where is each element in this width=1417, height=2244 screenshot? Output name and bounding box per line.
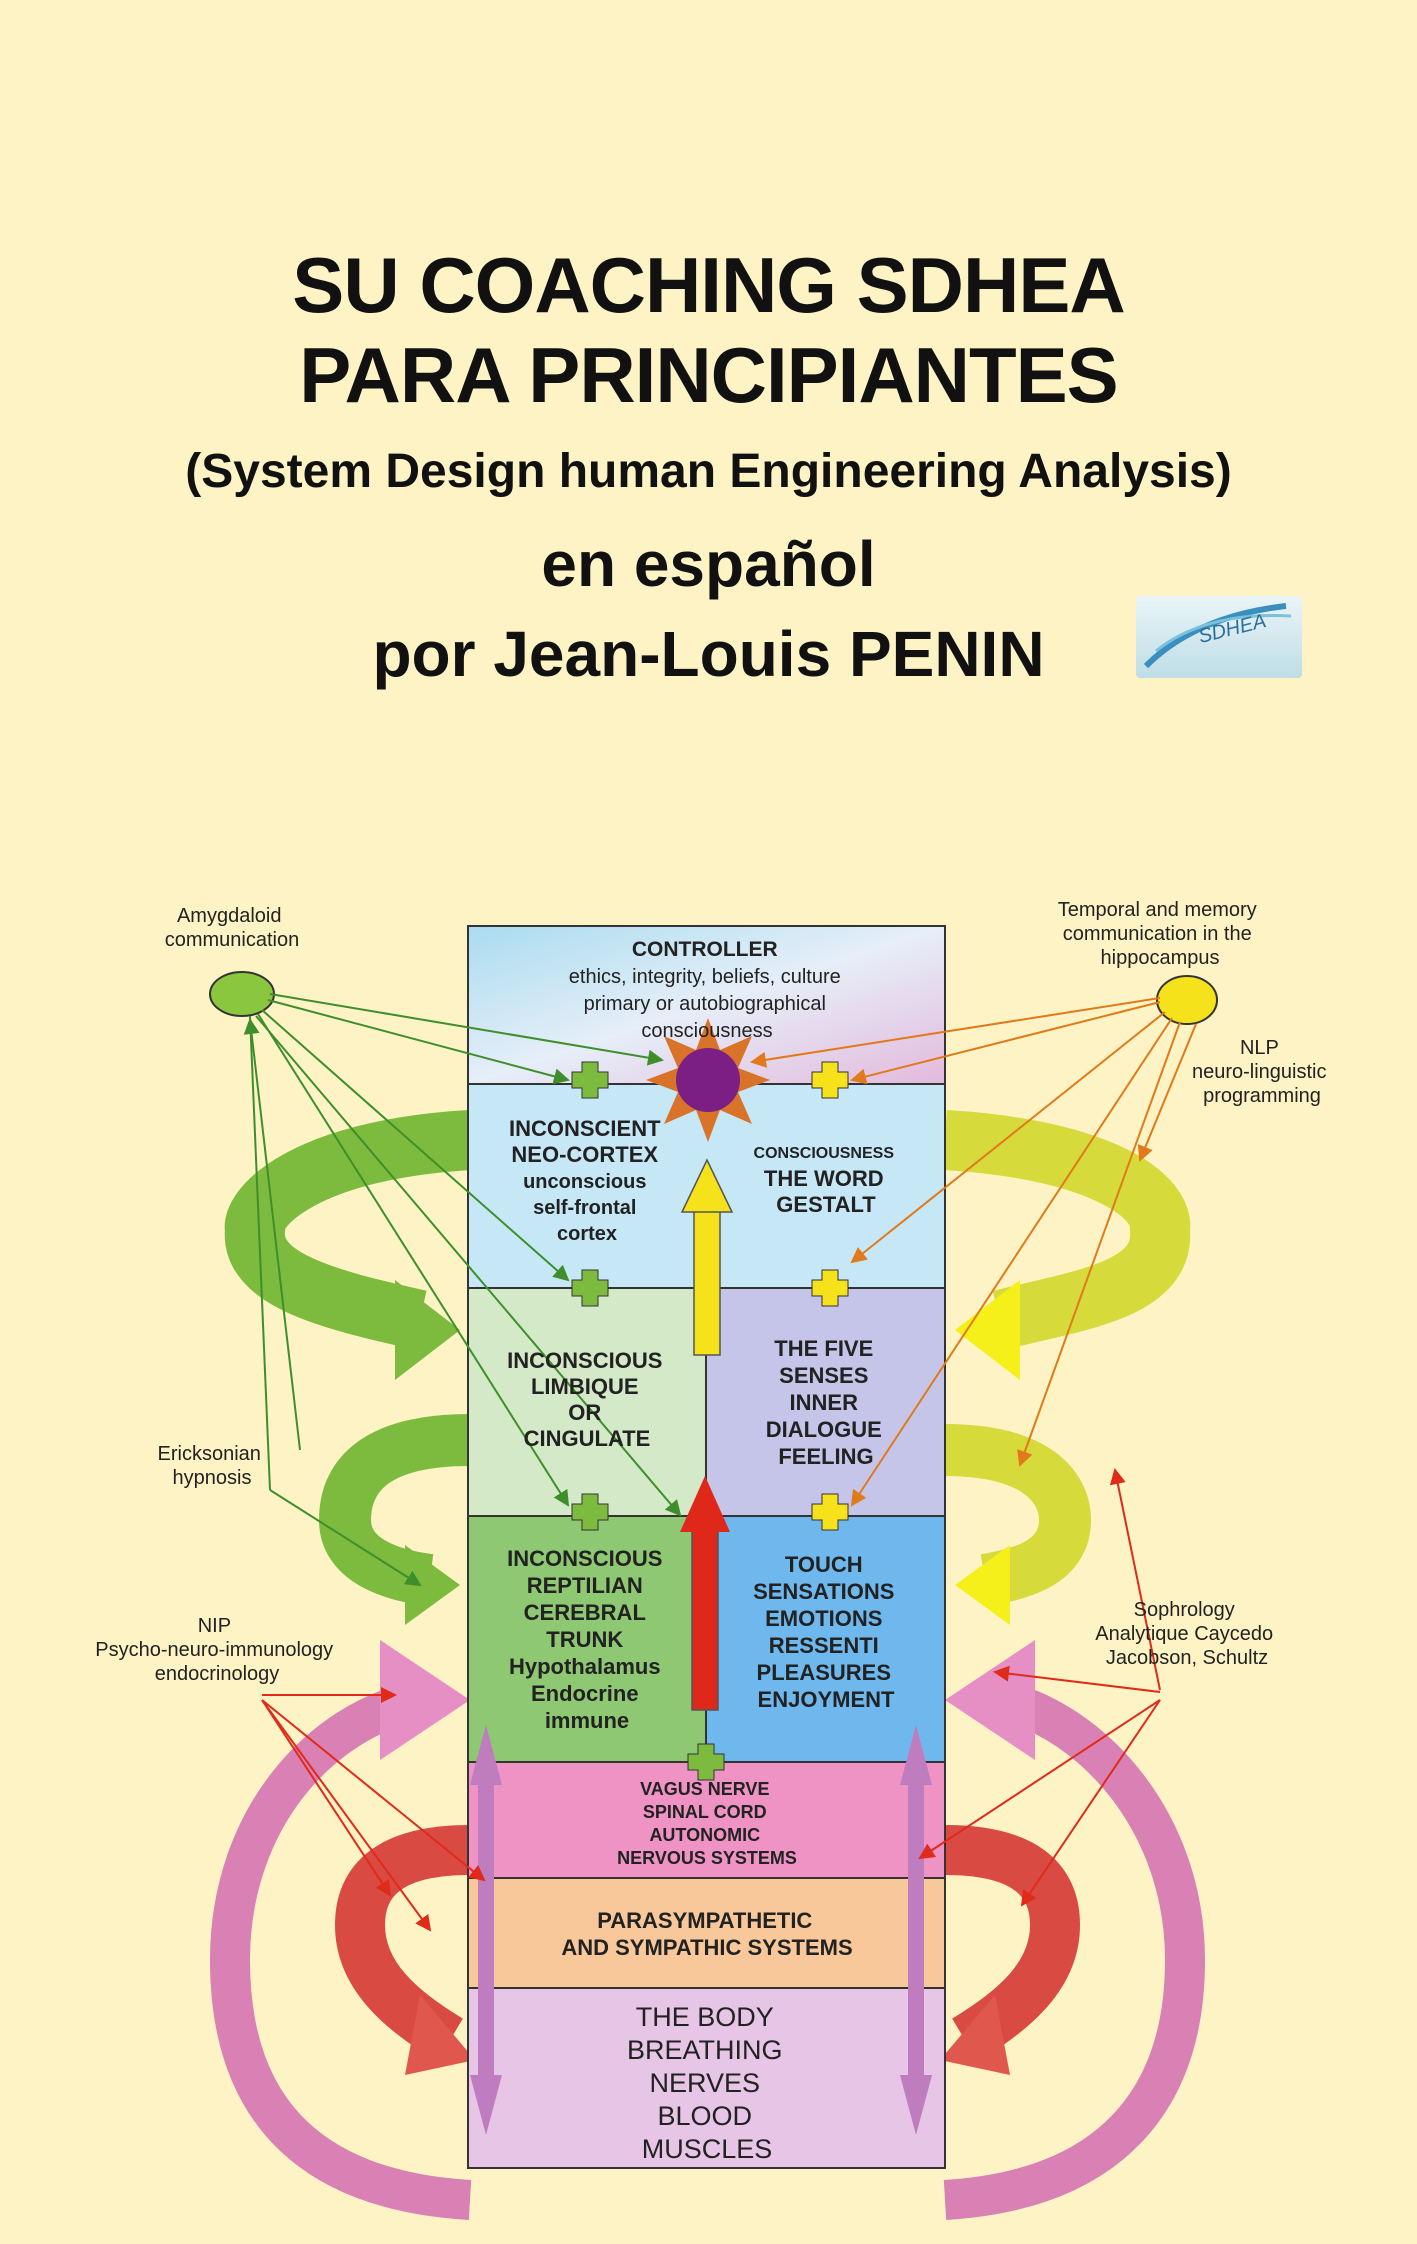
ericksonian-label: Ericksonian hypnosis [158,1443,267,1489]
body-box [467,1987,946,2169]
yellow-up-arrow [680,1158,734,1356]
red-up-arrow [680,1476,730,1711]
nip-links [261,1687,486,1932]
body-text: THE BODY BREATHING NERVES BLOOD MUSCLES [627,2002,787,2164]
title-line-1: SU COACHING SDHEA [292,241,1125,329]
pink-loop-left [209,1640,472,2220]
yellow-loop-lower [944,1424,1092,1625]
nlp-label: NLP neuro-linguistic programming [1192,1037,1332,1107]
vagus-text: VAGUS NERVE SPINAL CORD AUTONOMIC NERVOU… [617,1779,797,1868]
touch-text: TOUCH SENSATIONS EMOTIONS RESSENTI PLEAS… [753,1552,899,1712]
language-label: en español [541,528,876,600]
title-block: SU COACHING SDHEA PARA PRINCIPIANTES (Sy… [0,240,1417,694]
senses-box [705,1287,946,1517]
neocortex-text: INCONSCIENT NEO-CORTEX unconscious self-… [509,1116,665,1245]
purple-double-arrow-left [470,1725,502,2135]
amygdaloid-links [243,993,682,1587]
limbic-box [467,1287,707,1517]
connector-crosses [571,1061,849,1781]
parasympathetic-box [467,1877,946,1989]
nip-label: NIP Psycho-neuro-immunology endocrinolog… [95,1615,338,1685]
hippocampus-links [750,997,1197,1507]
temporal-label: Temporal and memory communication in the… [1058,899,1263,969]
sdhea-logo: SDHEA [1136,596,1302,678]
red-loop-right [940,1825,1081,2075]
yellow-loop-upper [943,1110,1191,1380]
controller-text: CONTROLLER ethics, integrity, beliefs, c… [569,938,845,1042]
author-label: por Jean-Louis PENIN [372,618,1045,690]
subtitle: (System Design human Engineering Analysi… [185,445,1232,498]
hippocampus-node [1156,975,1218,1025]
amygdaloid-node [209,971,275,1017]
parasympathetic-text: PARASYMPATHETIC AND SYMPATHIC SYSTEMS [561,1908,852,1960]
sophrology-links [918,1468,1161,1907]
reptilian-text: INCONSCIOUS REPTILIAN CEREBRAL TRUNK Hyp… [507,1546,667,1733]
senses-text: THE FIVE SENSES INNER DIALOGUE FEELING [766,1336,887,1469]
logo-swoosh-icon [1143,603,1292,669]
limbic-text: INCONSCIOUS LIMBIQUE OR CINGULATE [507,1348,667,1451]
sun-icon [646,1018,770,1142]
purple-double-arrow-right [900,1725,932,2135]
green-loop-lower [318,1414,471,1625]
amygdaloid-label: Amygdaloid communication [165,905,300,951]
title-line-2: PARA PRINCIPIANTES [299,331,1118,419]
reptilian-box [467,1515,707,1763]
pink-loop-right [943,1640,1206,2220]
red-loop-left [334,1825,475,2075]
vagus-box [467,1761,946,1879]
word-text: CONSCIOUSNESS THE WORD GESTALT [754,1145,899,1217]
sophrology-label: Sophrology Analytique Caycedo Jacobson, … [1095,1599,1278,1669]
